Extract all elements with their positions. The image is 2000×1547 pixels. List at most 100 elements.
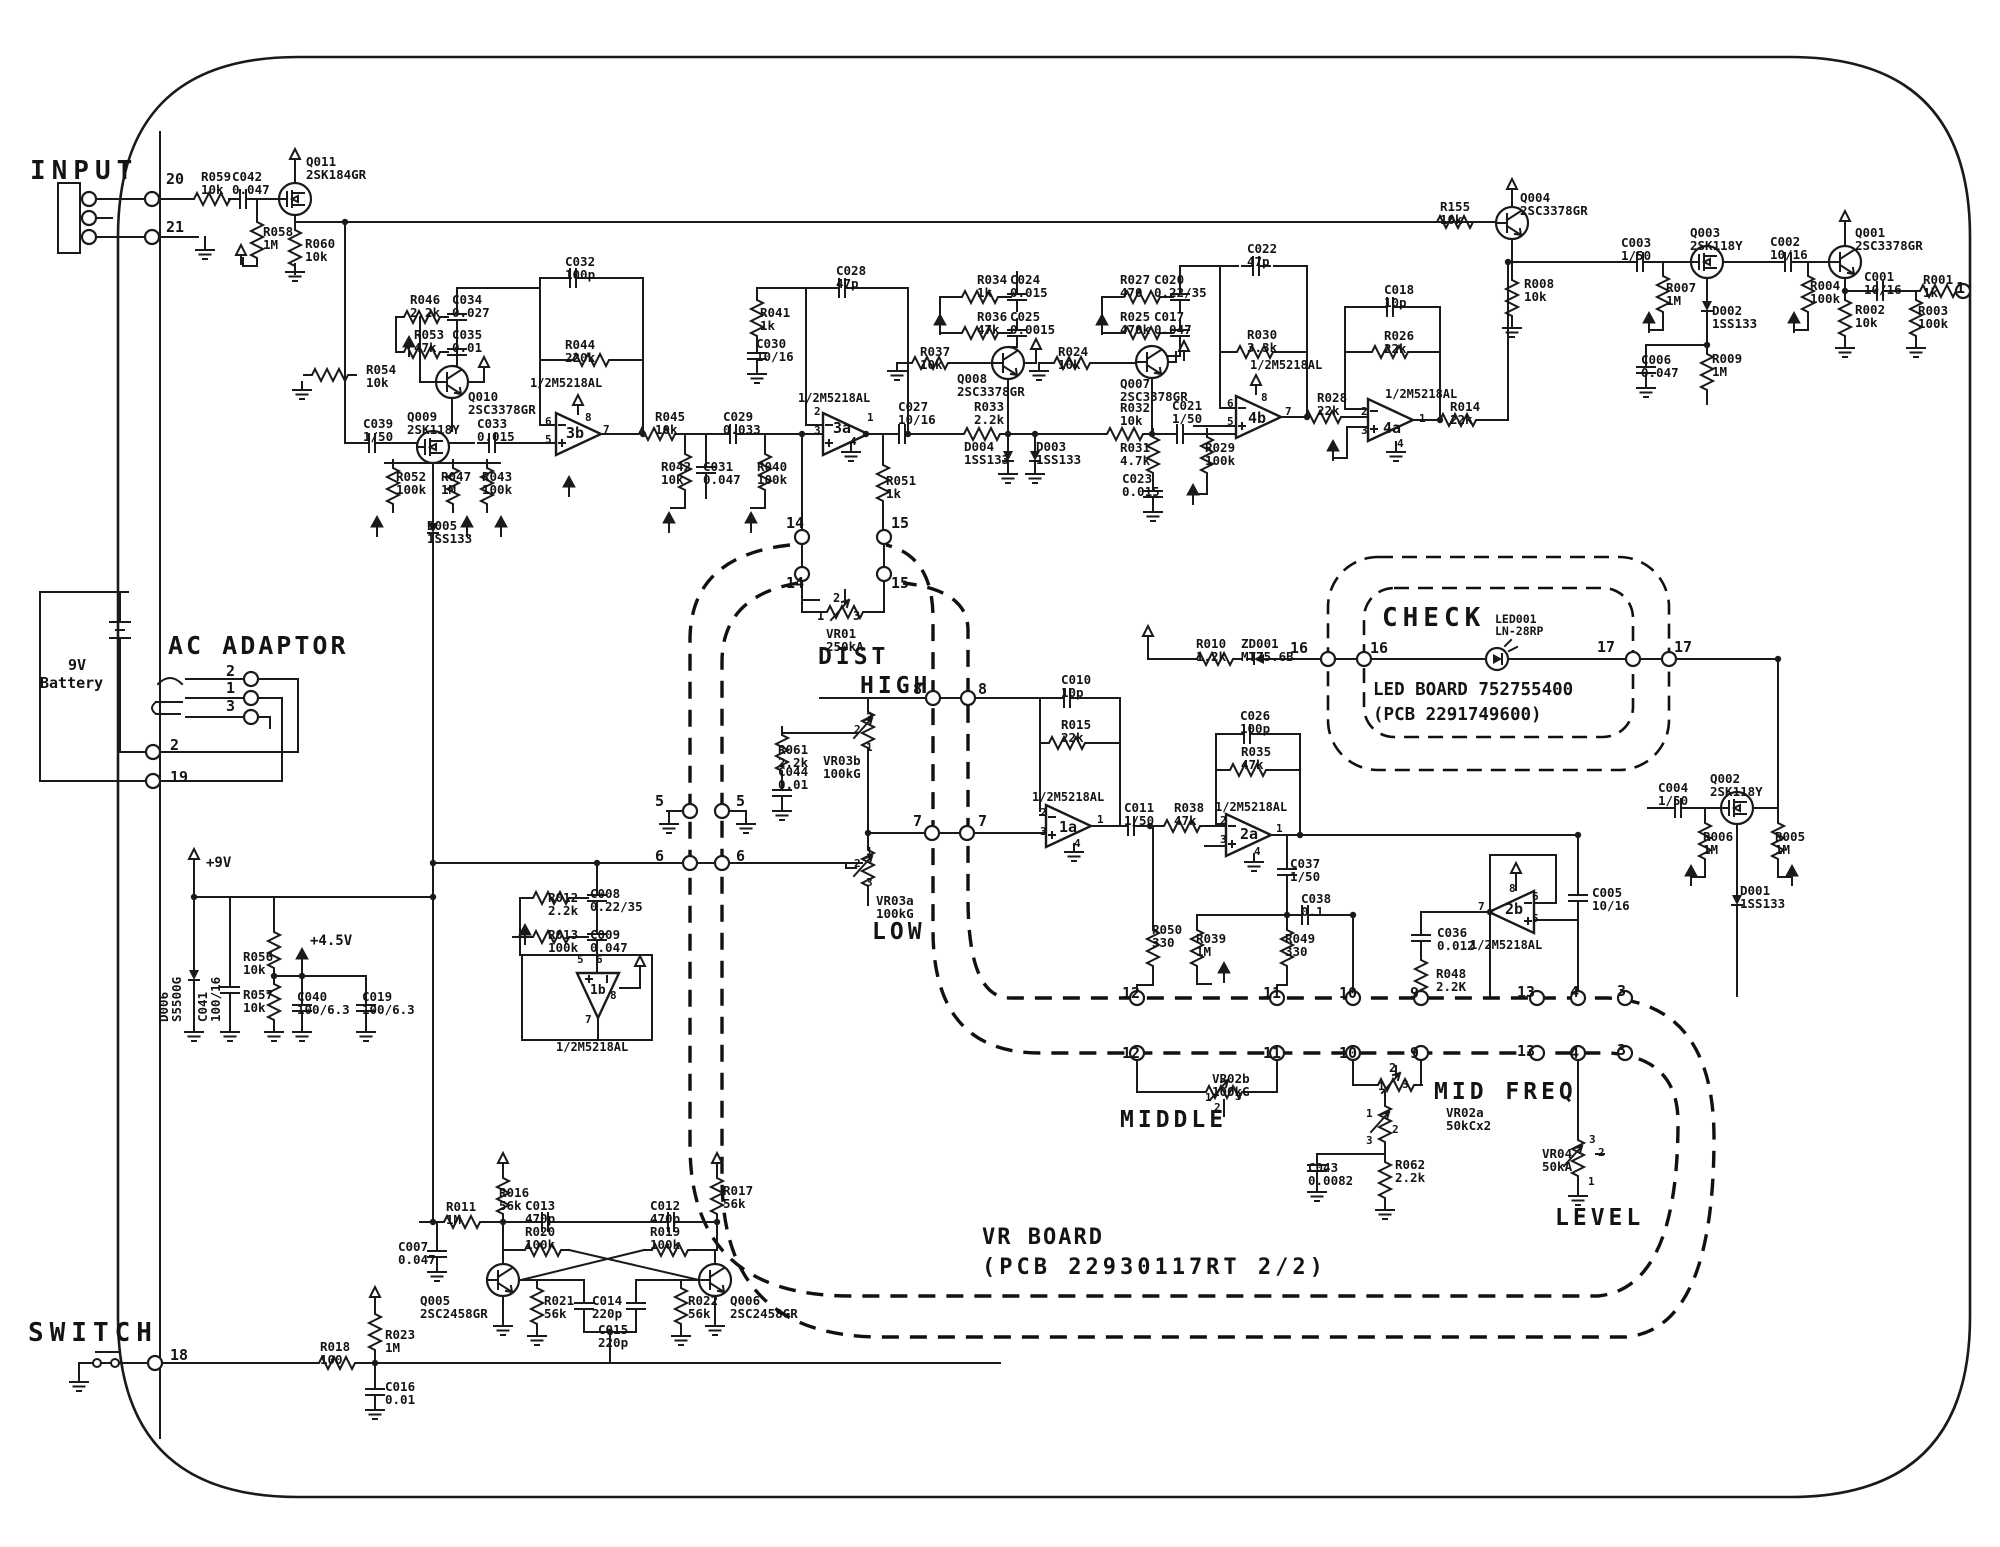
label-r042: R042 10k (661, 459, 692, 488)
label-1: 1 (866, 741, 873, 754)
vr-board-ribbon (688, 543, 1716, 1339)
label-c040: C040 100/6.3 (297, 989, 350, 1018)
label-r062: R062 2.2k (1395, 1157, 1426, 1186)
label-19: 19 (170, 768, 189, 786)
label-q003: Q003 2SK118Y (1690, 225, 1743, 254)
label-zd001: ZD001 MTZ5.6B (1241, 636, 1294, 665)
label-c039: C039 1/50 (363, 416, 394, 445)
label-2b: 2b (1505, 900, 1524, 918)
label-r058: R058 1M (263, 224, 294, 253)
label-mid-freq: MID FREQ (1434, 1079, 1577, 1105)
label-r028: R028 22k (1317, 390, 1348, 419)
label-5: 5 (1227, 415, 1234, 428)
label-1: 1 (1378, 1080, 1385, 1093)
label-2: 2 (1389, 1061, 1397, 1075)
label-c001: C001 10/16 (1864, 269, 1902, 298)
label-2: 2 (1392, 1123, 1399, 1136)
label-4: 4 (1570, 983, 1580, 1001)
label-8: 8 (978, 680, 988, 698)
label-5: 5 (736, 792, 746, 810)
label-r009: R009 1M (1712, 351, 1743, 380)
label-1/2m5218al: 1/2M5218AL (530, 376, 603, 390)
label-7: 7 (978, 812, 988, 830)
label-r013: R013 100k (548, 927, 579, 956)
label--pcb-22930117rt-2/2-: (PCB 22930117RT 2/2) (982, 1255, 1327, 1280)
label-r032: R032 10k (1120, 400, 1151, 429)
label-r040: R040 100k (757, 459, 788, 488)
label-c030: C030 10/16 (756, 336, 794, 365)
label-1b: 1b (590, 983, 606, 998)
label-c029: C029 0.033 (723, 409, 761, 438)
label-c042: C042 0.047 (232, 169, 270, 198)
label-1: 1 (867, 411, 874, 424)
label-d002: D002 1SS133 (1712, 303, 1758, 332)
label-r011: R011 1M (446, 1199, 477, 1228)
label-c013: C013 470p (525, 1198, 556, 1227)
label-level: LEVEL (1555, 1205, 1645, 1231)
label-c026: C026 100p (1240, 708, 1271, 737)
label--pcb-2291749600-: (PCB 2291749600) (1373, 705, 1542, 725)
label-2: 2 (854, 857, 861, 870)
label-4: 4 (1570, 1044, 1580, 1062)
label-1/2m5218al: 1/2M5218AL (1032, 790, 1105, 804)
label-9: 9 (1410, 984, 1420, 1002)
label-r033: R033 2.2k (974, 399, 1005, 428)
label-9: 9 (1410, 1044, 1420, 1062)
label-15: 15 (891, 574, 910, 592)
label-r060: R060 10k (305, 236, 336, 265)
label-8: 8 (1509, 882, 1516, 895)
label-r024: R024 10k (1058, 344, 1089, 373)
label-2: 2 (1220, 814, 1227, 827)
label-d003: D003 1SS133 (1036, 439, 1082, 468)
label-13: 13 (1517, 983, 1536, 1001)
label-r029: R029 100k (1205, 440, 1236, 469)
label-c044: C044 0.01 (778, 764, 809, 793)
label-8: 8 (610, 989, 617, 1002)
label-6: 6 (545, 415, 552, 428)
label-c024: C024 0.015 (1010, 272, 1048, 301)
label-3: 3 (1617, 982, 1627, 1000)
label-led-board-752755400: LED BOARD 752755400 (1373, 680, 1574, 700)
label-q002: Q002 2SK118Y (1710, 771, 1763, 800)
label-input: INPUT (30, 156, 139, 186)
label-c006: C006 0.047 (1641, 352, 1679, 381)
label-vr04: VR04 50kA (1542, 1146, 1573, 1175)
label-c032: C032 100p (565, 254, 596, 283)
label-q001: Q001 2SC3378GR (1855, 225, 1923, 254)
label-ac-adaptor: AC ADAPTOR (168, 631, 349, 660)
label-r006: R006 1M (1703, 829, 1734, 858)
label-vr02b: VR02b 100kG (1212, 1071, 1250, 1100)
label-6: 6 (1227, 397, 1234, 410)
label-4: 4 (1397, 437, 1404, 450)
label-6: 6 (655, 847, 665, 865)
label-r039: R039 1M (1196, 931, 1227, 960)
label-r007: R007 1M (1666, 280, 1697, 309)
label-c036: C036 0.012 (1437, 925, 1475, 954)
label-1/2m5218al: 1/2M5218AL (1470, 938, 1543, 952)
label-6: 6 (736, 847, 746, 865)
label-r043: R043 100k (482, 469, 513, 498)
label-r044: R044 220k (565, 337, 596, 366)
label-r050: R050 330 (1152, 922, 1183, 951)
label-3: 3 (226, 697, 236, 715)
label-led001: LED001 LN-28RP (1495, 612, 1544, 639)
label-c010: C010 10p (1061, 672, 1092, 701)
label-c007: C007 0.047 (398, 1239, 436, 1268)
label-3: 3 (1402, 1078, 1409, 1091)
label-2: 2 (170, 736, 180, 754)
label-2: 2 (1040, 806, 1047, 819)
label-8: 8 (1261, 391, 1268, 404)
label-7: 7 (1285, 405, 1292, 418)
label-3: 3 (853, 609, 861, 623)
label-16: 16 (1370, 639, 1389, 657)
label-6: 6 (596, 953, 603, 966)
label-14: 14 (786, 574, 805, 592)
label-c018: C018 10p (1384, 282, 1415, 311)
label-4b: 4b (1248, 409, 1267, 427)
label-7: 7 (585, 1013, 592, 1026)
label-4: 4 (850, 435, 857, 448)
label-r023: R023 1M (385, 1327, 416, 1356)
label-1: 1 (226, 679, 236, 697)
label-r016: R016 56k (499, 1185, 530, 1214)
label-r036: R036 47k (977, 309, 1008, 338)
